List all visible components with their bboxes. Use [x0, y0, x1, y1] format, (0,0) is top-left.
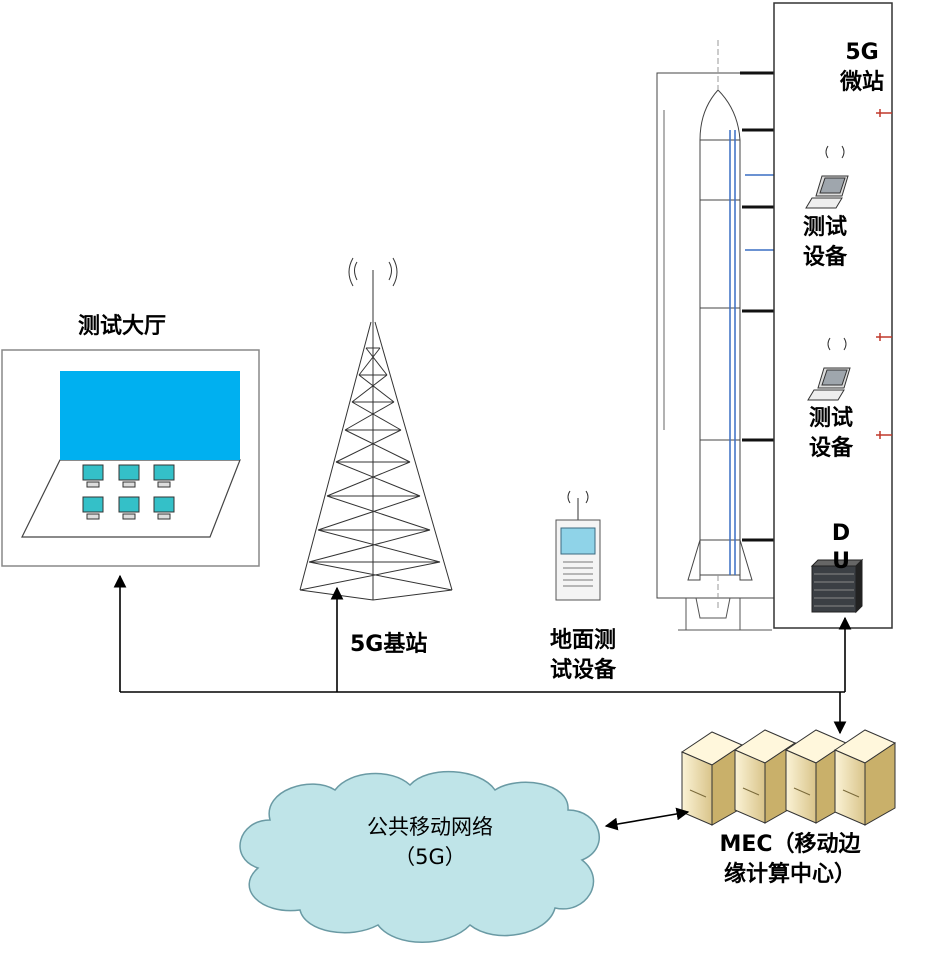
micro-station-label: 5G 微站 [832, 38, 892, 98]
mec-line2: 缘计算中心） [723, 862, 856, 887]
rocket [687, 40, 774, 610]
mec-line1: MEC（移动边 [719, 832, 861, 857]
hall-screen [60, 371, 240, 460]
du-label: D U [826, 520, 856, 576]
connection-lines [113, 574, 852, 831]
server-icon [833, 729, 897, 826]
micro-station-line2: 微站 [839, 70, 884, 95]
test-device-2-label: 测试 设备 [798, 404, 864, 464]
hall-label: 测试大厅 [78, 314, 167, 339]
workstation-grid [82, 464, 175, 520]
mec-servers [680, 729, 897, 826]
tower-5g [299, 257, 453, 601]
laptop-icon [807, 337, 851, 401]
ground-equipment-line2: 试设备 [549, 658, 616, 683]
du-rack-icon [810, 558, 864, 614]
cloud-line2: （5G） [394, 845, 466, 869]
test-device-1-line1: 测试 [802, 215, 847, 240]
micro-station-line1: 5G [845, 40, 879, 65]
launch-tower [656, 71, 775, 631]
base-station-label: 5G基站 [350, 632, 428, 657]
du-line1: D [831, 521, 851, 546]
du-line2: U [832, 549, 850, 574]
ground-test-equipment [555, 490, 601, 601]
test-device-1-line2: 设备 [802, 245, 847, 270]
cloud-label: 公共移动网络 （5G） [340, 812, 520, 872]
ground-equipment-label: 地面测 试设备 [538, 626, 628, 686]
public-network-cloud [239, 770, 600, 943]
test-device-2-line1: 测试 [808, 406, 853, 431]
mec-label: MEC（移动边 缘计算中心） [695, 830, 885, 890]
cloud-line1: 公共移动网络 [367, 815, 493, 839]
test-device-1-label: 测试 设备 [792, 213, 858, 273]
micro-station-panel [773, 2, 893, 629]
test-hall [1, 349, 260, 567]
server-icon [680, 731, 744, 826]
test-device-2-line2: 设备 [808, 436, 853, 461]
ground-equipment-line1: 地面测 [549, 628, 616, 653]
laptop-icon [805, 145, 849, 209]
